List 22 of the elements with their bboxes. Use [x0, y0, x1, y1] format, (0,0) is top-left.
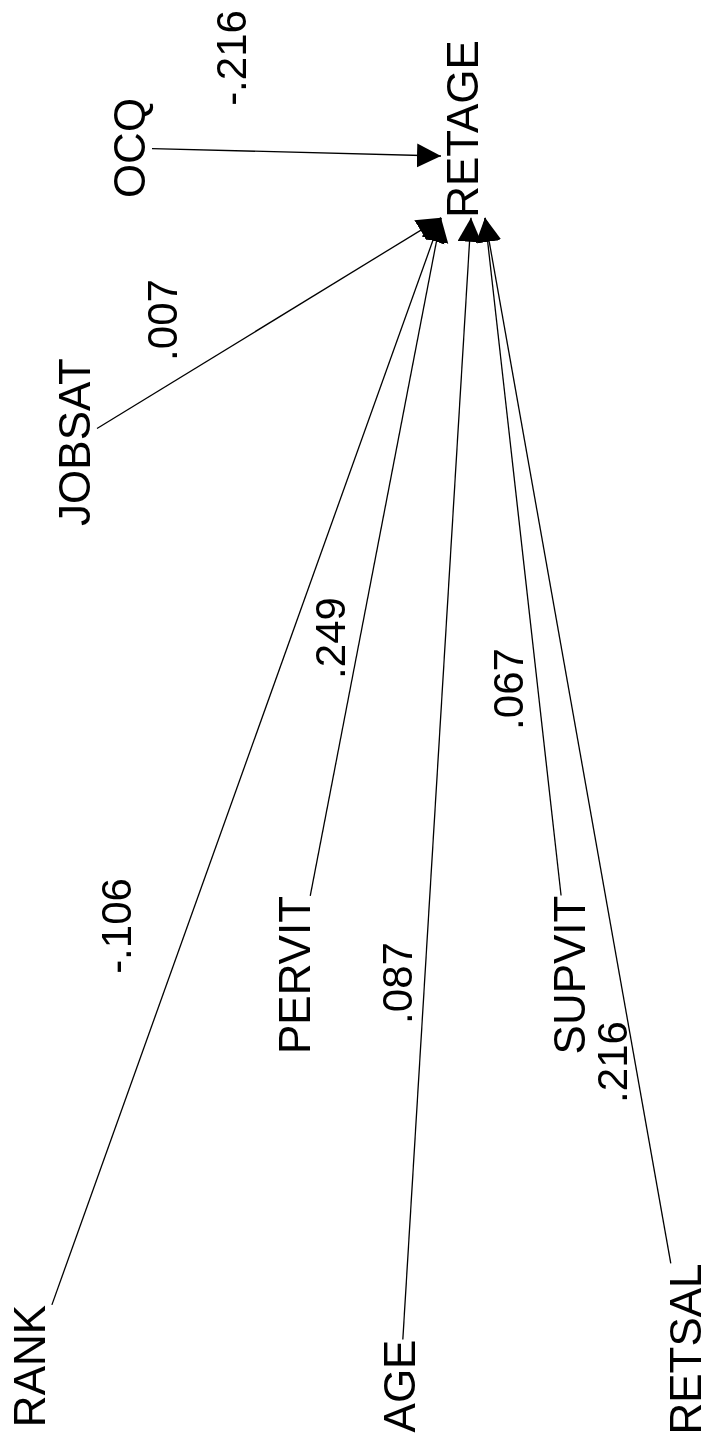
- variable-label: SUPVIT: [548, 895, 592, 1055]
- arrow: [477, 217, 672, 1265]
- variable-label: JOBSAT: [53, 358, 97, 526]
- edge-label: .087: [377, 942, 419, 1024]
- edge-label: -.106: [96, 878, 138, 974]
- edge-label: .007: [142, 279, 184, 361]
- edge-label: .216: [592, 1021, 634, 1103]
- edge-label: .249: [310, 597, 352, 679]
- arrow: [51, 217, 445, 1306]
- arrow: [475, 217, 562, 897]
- arrow: [96, 217, 442, 430]
- variable-label: RETSAL: [664, 1263, 705, 1435]
- variable-label: RANK: [8, 1304, 52, 1428]
- arrow: [151, 143, 442, 168]
- variable-label: RETAGE: [441, 40, 485, 218]
- variable-label: PERVIT: [273, 895, 317, 1055]
- variable-label: AGE: [378, 1339, 422, 1433]
- edge-label: -.216: [211, 10, 253, 106]
- variable-label: OCQ: [108, 97, 152, 199]
- edge-label: .067: [488, 648, 530, 730]
- arrow: [309, 217, 449, 897]
- arrow: [402, 217, 482, 1341]
